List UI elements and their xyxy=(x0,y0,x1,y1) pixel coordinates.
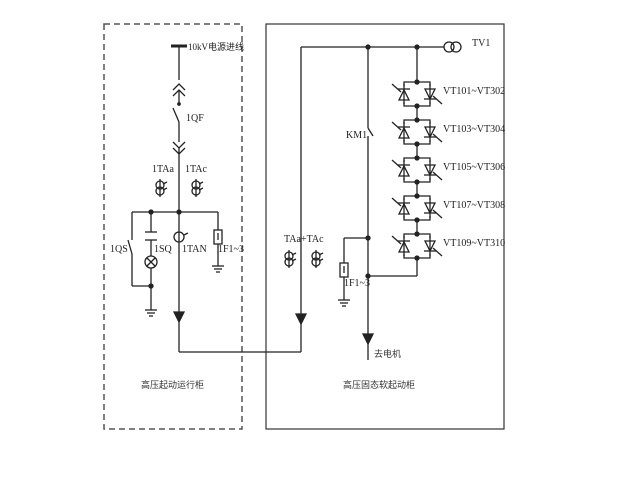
thyristor-down-icon xyxy=(423,84,443,105)
left-cabinet-name: 高压起动运行柜 xyxy=(141,379,204,391)
ct-1tan-label: 1TAN xyxy=(182,244,207,255)
thyristor-up-icon xyxy=(391,159,411,180)
thyristor-pair xyxy=(391,155,443,196)
thyristor-pair xyxy=(391,117,443,158)
thyristor-pair xyxy=(391,231,443,261)
left-cabinet-border xyxy=(103,23,243,430)
thyristor-pair-label: VT101~VT302 xyxy=(443,86,505,97)
ct-tac-icon xyxy=(311,250,324,268)
thyristor-pair-label: VT107~VT308 xyxy=(443,200,505,211)
flow-arrow-right xyxy=(294,313,308,326)
ct-1tac-icon xyxy=(191,179,204,197)
arrester-right-label: 1F1~3 xyxy=(344,278,370,289)
thyristor-down-icon xyxy=(423,236,443,257)
thyristor-up-icon xyxy=(391,235,411,256)
ct-taa-icon xyxy=(284,250,297,268)
disconnector-1qs xyxy=(127,239,133,255)
indicator-1sq-label: 1SQ xyxy=(154,244,173,255)
thyristor-down-icon xyxy=(423,122,443,143)
thyristor-down-icon xyxy=(423,160,443,181)
ct-1taa-icon xyxy=(155,179,168,197)
to-motor-label: 去电机 xyxy=(374,348,401,360)
to-motor-arrow xyxy=(361,333,375,346)
ct-taa-tac-label: TAa+TAc xyxy=(284,234,324,245)
thyristor-down-icon xyxy=(423,198,443,219)
ground-icon xyxy=(338,299,350,307)
breaker-1qf xyxy=(172,107,180,123)
plug-contact-lower xyxy=(172,141,186,149)
arrester-left-label: 1F1~3 xyxy=(218,244,244,255)
thyristor-up-icon xyxy=(391,83,411,104)
bypass-contactor-km1 xyxy=(367,127,374,137)
thyristor-pair xyxy=(391,79,443,120)
pt-tv1-label: TV1 xyxy=(472,38,490,49)
thyristor-up-icon xyxy=(391,197,411,218)
thyristor-pair-label: VT105~VT306 xyxy=(443,162,505,173)
thyristor-up-icon xyxy=(391,121,411,142)
ground-icon xyxy=(212,265,224,273)
plug-contact-upper xyxy=(172,83,186,91)
ct-1taa-label: 1TAa xyxy=(152,164,175,175)
thyristor-stack xyxy=(391,79,443,262)
thyristor-pair xyxy=(391,193,443,234)
disconnector-1qs-label: 1QS xyxy=(110,244,128,255)
ground-icon xyxy=(145,309,157,317)
right-cabinet-name: 高压固态软起动柜 xyxy=(343,379,415,391)
thyristor-pair-label: VT109~VT310 xyxy=(443,238,505,249)
source-label: 10kV电源进线 xyxy=(188,41,244,52)
ct-1tan-icon xyxy=(173,231,189,243)
pt-tv1-icon xyxy=(443,41,462,53)
km1-label: KM1 xyxy=(346,130,367,141)
flow-arrow-left xyxy=(172,311,186,324)
breaker-label: 1QF xyxy=(186,113,204,124)
right-cabinet-border xyxy=(265,23,505,430)
thyristor-pair-label: VT103~VT304 xyxy=(443,124,505,135)
indicator-lamp-icon xyxy=(144,255,158,269)
ct-1tac-label: 1TAc xyxy=(185,164,208,175)
